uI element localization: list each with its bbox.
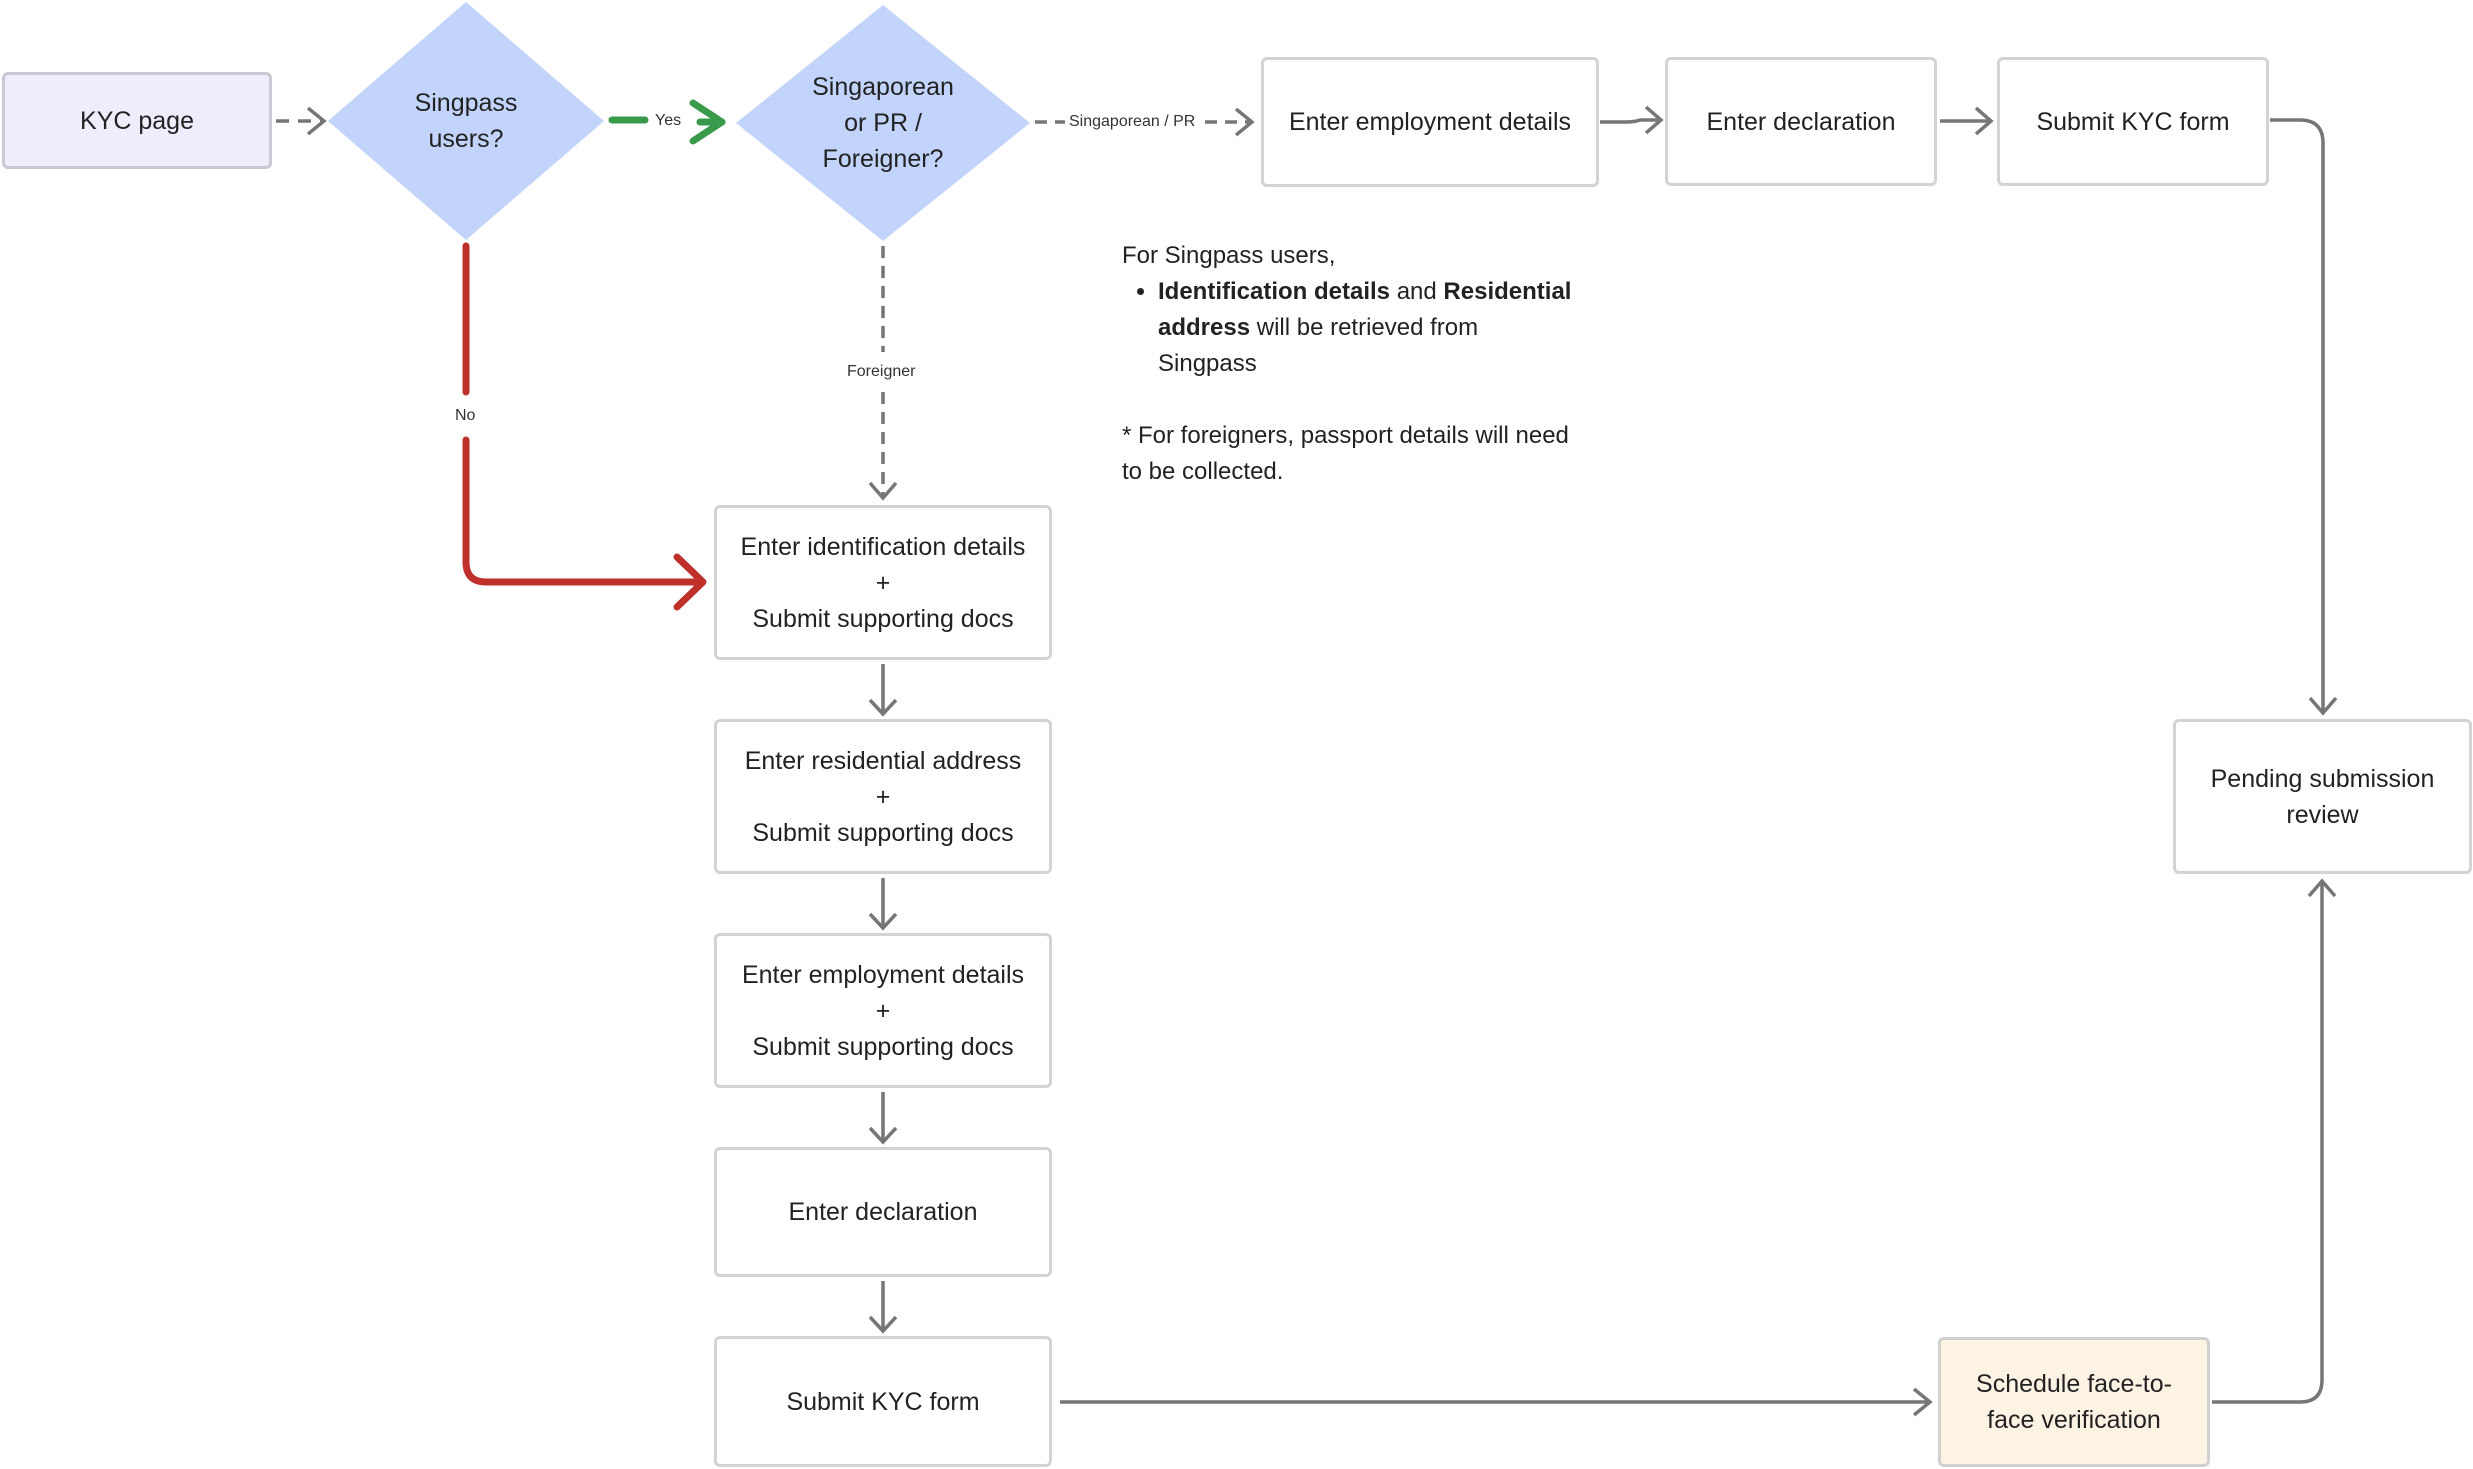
step-line: + <box>875 782 891 811</box>
pending-review-line: Pending submission <box>2210 764 2435 793</box>
step-line: Submit supporting docs <box>752 604 1014 633</box>
singpass-decision: Singpass users? <box>356 66 576 176</box>
residential-step-node: Enter residential address + Submit suppo… <box>714 719 1052 874</box>
kyc-page-node: KYC page <box>2 72 272 169</box>
residency-decision-line: Singaporean <box>812 73 954 101</box>
note-foreigner: * For foreigners, passport details will … <box>1122 422 1569 485</box>
singpass-decision-shape <box>328 2 604 240</box>
face-to-face-line: face verification <box>1987 1406 2161 1434</box>
edge-left-column <box>868 664 2337 1417</box>
edge-label-singaporean-pr: Singaporean / PR <box>1065 112 1200 132</box>
note-connector: and <box>1390 278 1444 305</box>
edge-label-no: No <box>451 406 480 426</box>
top-submit-node: Submit KYC form <box>1997 57 2269 186</box>
note-bold-identification: Identification details <box>1158 278 1391 305</box>
top-submit-label: Submit KYC form <box>2036 107 2230 136</box>
kyc-page-label: KYC page <box>80 106 194 135</box>
note-bullet: Identification details and Residential a… <box>1158 274 1582 382</box>
top-declaration-label: Enter declaration <box>1706 107 1896 136</box>
declaration-step-node: Enter declaration <box>714 1147 1052 1277</box>
step-line: + <box>875 568 891 597</box>
edge-top-row <box>1600 105 2338 716</box>
note-rest: will be retrieved from Singpass <box>1158 314 1479 377</box>
submit-step-node: Submit KYC form <box>714 1336 1052 1467</box>
declaration-step-label: Enter declaration <box>788 1198 978 1226</box>
pending-review-line: review <box>2286 800 2359 829</box>
edge-label-yes: Yes <box>651 111 686 131</box>
employment-step-node: Enter employment details + Submit suppor… <box>714 933 1052 1088</box>
residency-decision: Singaporean or PR / Foreigner? <box>768 68 998 178</box>
edge-kyc-to-singpass <box>276 106 327 136</box>
residency-decision-shape <box>736 5 1030 241</box>
step-line: Enter identification details <box>740 532 1026 561</box>
edge-label-foreigner: Foreigner <box>843 362 920 382</box>
step-line: Submit supporting docs <box>752 1032 1014 1061</box>
step-line: Enter employment details <box>741 960 1025 989</box>
edge-yes <box>608 99 726 145</box>
identification-step-node: Enter identification details + Submit su… <box>714 505 1052 660</box>
note-bold-residential: Residential address <box>1158 278 1572 341</box>
edge-no <box>462 242 707 611</box>
submit-step-label: Submit KYC form <box>786 1387 980 1416</box>
note-intro: For Singpass users, <box>1122 242 1336 269</box>
step-line: Submit supporting docs <box>752 818 1014 847</box>
edge-singaporean-pr <box>1035 107 1255 137</box>
top-declaration-node: Enter declaration <box>1665 57 1937 186</box>
edge-foreigner <box>868 246 898 501</box>
step-line: + <box>875 996 891 1025</box>
singpass-note: For Singpass users, Identification detai… <box>1122 238 1582 490</box>
step-line: Enter residential address <box>744 746 1022 775</box>
residency-decision-line: Foreigner? <box>822 145 944 173</box>
singpass-decision-line: users? <box>428 125 504 153</box>
residency-decision-line: or PR / <box>844 109 922 137</box>
face-to-face-node: Schedule face-to- face verification <box>1938 1337 2210 1467</box>
face-to-face-line: Schedule face-to- <box>1976 1370 2172 1398</box>
pending-review-node: Pending submission review <box>2173 719 2472 874</box>
top-employment-label: Enter employment details <box>1288 108 1572 136</box>
note-list: Identification details and Residential a… <box>1122 274 1582 382</box>
singpass-decision-line: Singpass <box>414 89 518 117</box>
top-employment-node: Enter employment details <box>1261 57 1599 187</box>
